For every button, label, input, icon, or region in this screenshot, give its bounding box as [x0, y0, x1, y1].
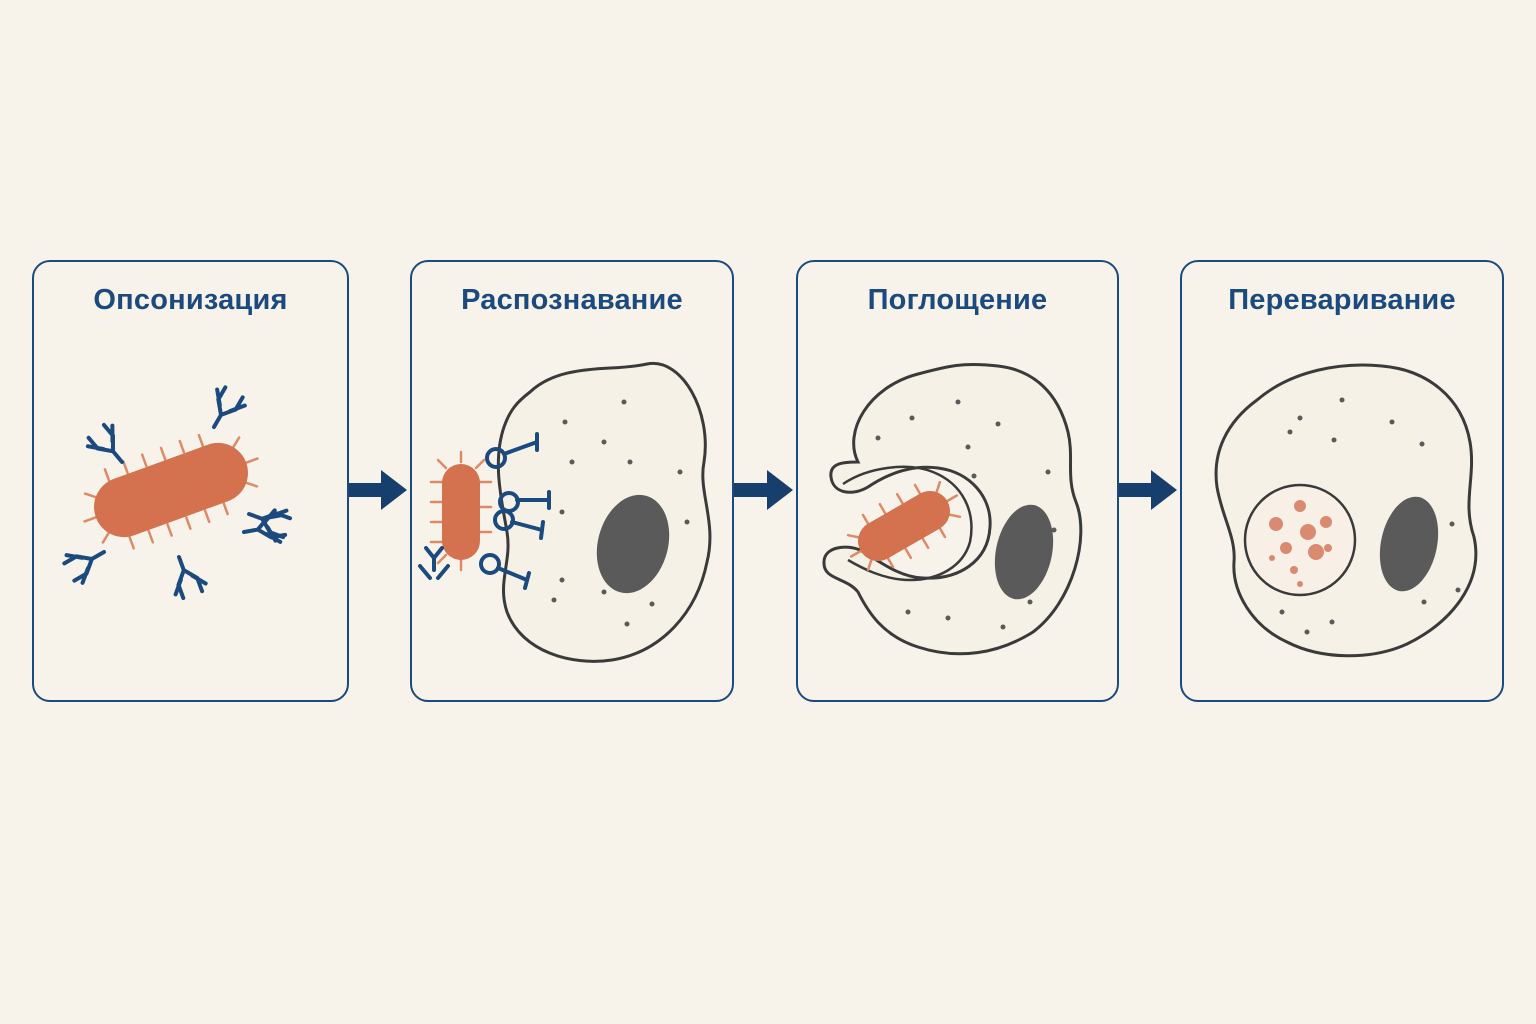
arrow-right-icon [1119, 470, 1177, 510]
step-digestion-panel: Переваривание [1180, 260, 1504, 702]
arrow-right-icon [734, 470, 793, 510]
step-title: Переваривание [1228, 284, 1456, 316]
nucleus-icon [1379, 496, 1439, 592]
step-recognition-panel: Распознавание [410, 260, 734, 702]
digestion-illustration [1214, 363, 1478, 658]
receptor-icon [479, 432, 551, 590]
antibody-icon [418, 546, 450, 580]
bacterium-icon [846, 480, 962, 572]
step-title: Опсонизация [93, 284, 288, 316]
nucleus-icon [994, 504, 1054, 600]
bacterium-icon [429, 450, 493, 572]
step-title: Поглощение [867, 284, 1048, 316]
bacterium-fragments [1269, 500, 1332, 587]
macrophage-icon [496, 361, 712, 663]
phagosome-icon [1243, 483, 1357, 597]
macrophage-icon [822, 362, 1083, 656]
nucleus-icon [596, 494, 670, 594]
opsonization-illustration [59, 382, 295, 603]
step-opsonization-panel: Опсонизация [32, 260, 349, 702]
step-title: Распознавание [461, 284, 683, 316]
arrow-right-icon [349, 470, 407, 510]
phagosome-icon [842, 465, 973, 582]
step-engulfment-panel: Поглощение [796, 260, 1119, 702]
bacterium-icon [83, 433, 259, 550]
recognition-illustration [418, 361, 712, 663]
engulfment-illustration [822, 362, 1083, 656]
